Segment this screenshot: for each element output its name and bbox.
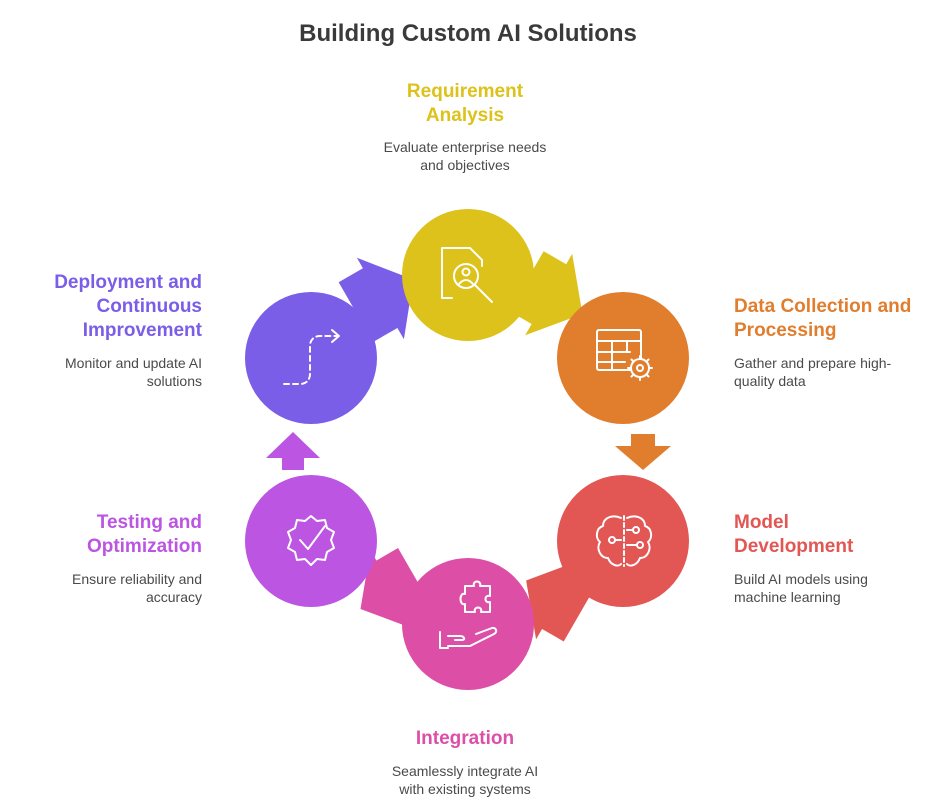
stage-desc-model-line2: machine learning	[734, 589, 841, 605]
table-gear-icon	[596, 329, 653, 381]
stage-title-testing: Testing and Optimization	[0, 511, 202, 559]
stage-title-deployment-line3: Improvement	[82, 320, 202, 341]
stage-title-data-line1: Data Collection and	[734, 296, 912, 317]
page-title: Building Custom AI Solutions	[299, 20, 637, 47]
stage-desc-model: Build AI models using machine learning	[734, 570, 939, 606]
path-arrow-icon	[283, 329, 340, 385]
stage-desc-testing-line2: accuracy	[145, 589, 202, 605]
stage-title-model-line2: Development	[734, 536, 854, 557]
stage-desc-requirement: Evaluate enterprise needs and objectives	[335, 138, 595, 174]
stage-title-deployment-line2: Continuous	[96, 296, 202, 317]
stage-title-model: Model Development	[734, 511, 939, 559]
arrow-requirement-to-data	[509, 251, 583, 336]
stage-desc-integration-line1: Seamlessly integrate AI	[391, 763, 539, 779]
arrow-deployment-to-requirement	[338, 257, 414, 342]
stage-title-requirement: Requirement Analysis	[335, 80, 595, 128]
stage-circle-integration	[402, 558, 534, 690]
stage-desc-deployment: Monitor and update AI solutions	[0, 354, 202, 390]
stage-title-integration-line1: Integration	[415, 728, 515, 749]
document-search-icon	[441, 247, 493, 303]
stage-desc-data-line2: quality data	[734, 373, 806, 389]
stage-title-deployment: Deployment and Continuous Improvement	[0, 271, 202, 343]
brain-circuit-icon	[595, 515, 653, 567]
stage-desc-integration: Seamlessly integrate AI with existing sy…	[335, 762, 595, 798]
stage-title-testing-line1: Testing and	[96, 512, 202, 533]
badge-check-icon	[287, 515, 335, 566]
stage-desc-testing-line1: Ensure reliability and	[72, 571, 202, 587]
stage-desc-requirement-line1: Evaluate enterprise needs	[383, 139, 547, 155]
stage-desc-integration-line2: with existing systems	[399, 781, 531, 797]
stage-desc-deployment-line1: Monitor and update AI	[65, 355, 202, 371]
puzzle-hand-icon	[439, 580, 498, 649]
stage-desc-requirement-line2: and objectives	[420, 157, 510, 173]
stage-desc-deployment-line2: solutions	[146, 373, 202, 389]
stage-title-requirement-line2: Analysis	[425, 105, 505, 126]
stage-title-data-line2: Processing	[734, 320, 837, 341]
stage-title-requirement-line1: Requirement	[406, 81, 524, 102]
stage-title-integration: Integration	[335, 727, 595, 751]
stage-title-testing-line2: Optimization	[86, 536, 202, 557]
stage-desc-model-line1: Build AI models using	[734, 571, 868, 587]
stage-title-data: Data Collection and Processing	[734, 295, 939, 343]
stage-desc-data-line1: Gather and prepare high-	[734, 355, 892, 371]
stage-desc-data: Gather and prepare high- quality data	[734, 354, 939, 390]
stage-desc-testing: Ensure reliability and accuracy	[0, 570, 202, 606]
stage-title-deployment-line1: Deployment and	[54, 272, 202, 293]
arrow-data-to-model	[615, 434, 671, 470]
stage-title-model-line1: Model	[734, 512, 789, 533]
arrow-testing-to-deployment	[266, 432, 320, 470]
stage-circle-testing	[245, 475, 377, 607]
stage-circle-data	[557, 292, 689, 424]
